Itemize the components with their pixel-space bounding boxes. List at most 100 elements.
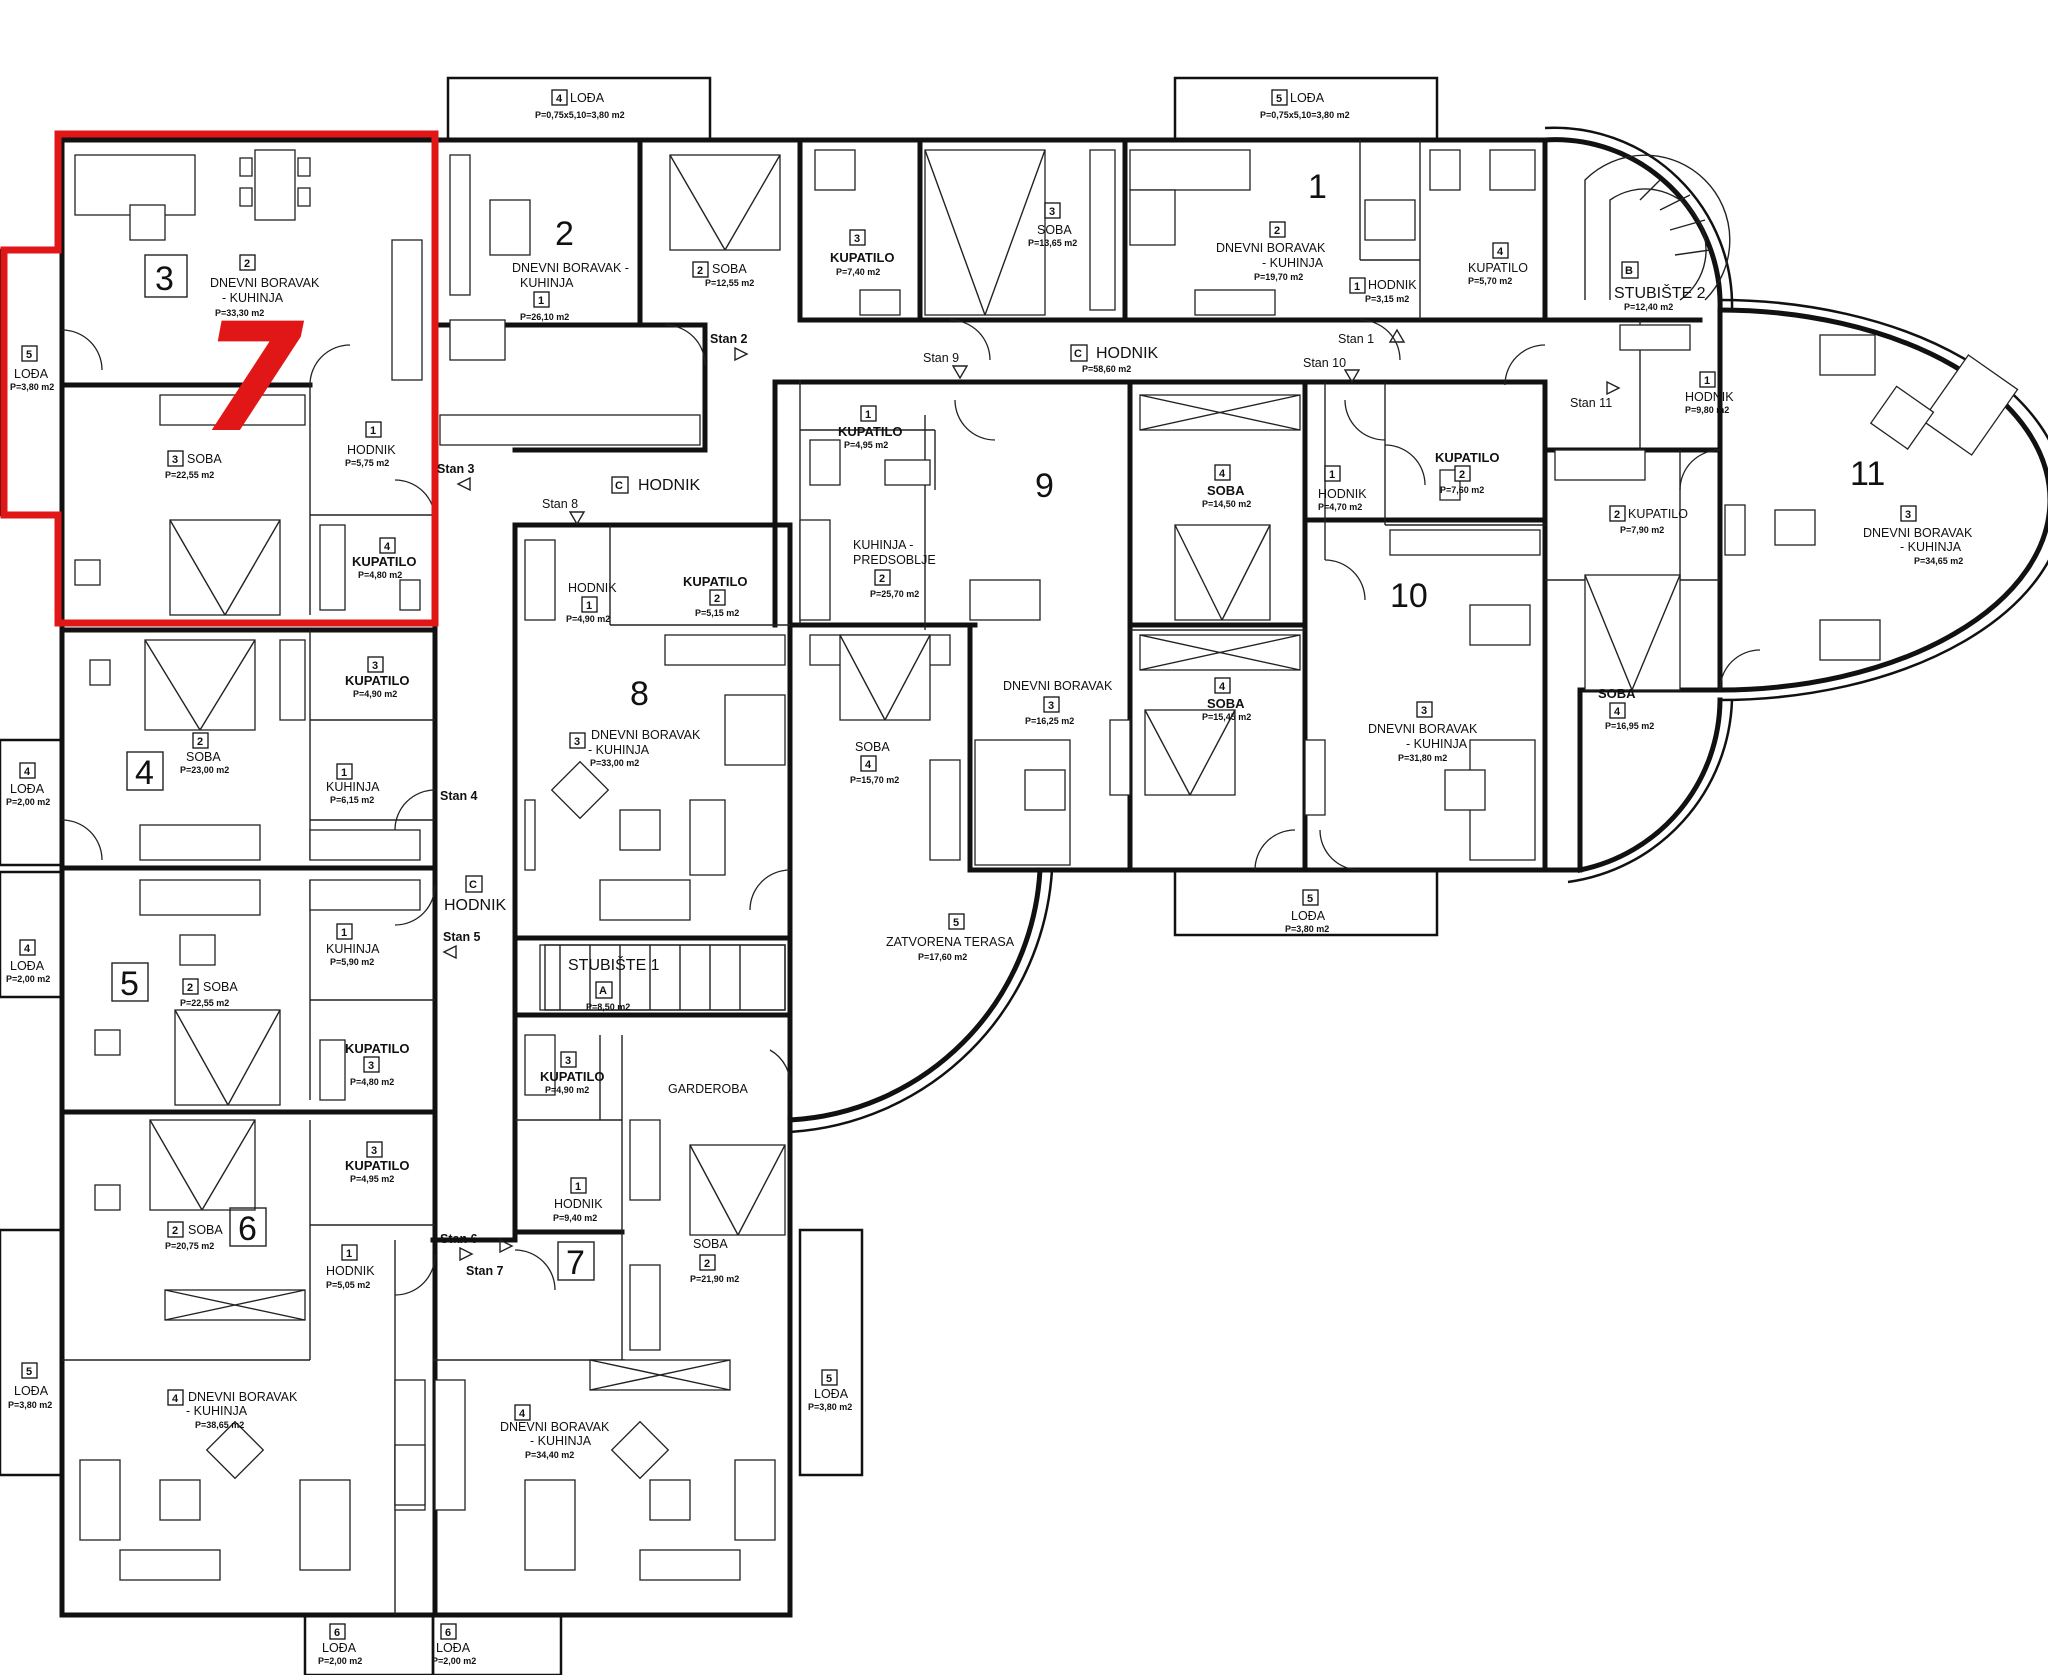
room-a9-2: 2 KUHINJA - PREDSOBLJE P=25,70 m2 [853,538,936,599]
stairs-2-area: P=12,40 m2 [1624,302,1673,312]
svg-text:1: 1 [341,927,347,939]
svg-text:P=4,70 m2: P=4,70 m2 [1318,502,1362,512]
svg-text:1: 1 [346,1248,352,1260]
room-a7-4: 4 DNEVNI BORAVAK - KUHINJA P=34,40 m2 [500,1404,610,1460]
apartment-number-11: 11 [1850,455,1885,493]
room-a2-3: 3 KUPATILO P=7,40 m2 [830,229,895,277]
svg-text:HODNIK: HODNIK [568,581,617,595]
svg-text:SOBA: SOBA [186,750,221,764]
svg-text:DNEVNI BORAVAK: DNEVNI BORAVAK [1003,679,1113,693]
svg-text:SOBA: SOBA [712,262,747,276]
svg-text:KUHINJA: KUHINJA [520,276,574,290]
svg-text:3: 3 [565,1055,571,1067]
svg-text:P=3,80 m2: P=3,80 m2 [808,1402,852,1412]
svg-text:P=17,60 m2: P=17,60 m2 [918,952,967,962]
svg-text:2: 2 [697,265,703,277]
room-a10-4a: 4 SOBA P=14,50 m2 [1202,464,1251,509]
svg-text:KUPATILO: KUPATILO [345,1041,410,1056]
svg-text:C: C [1074,348,1082,360]
room-a7-1: 1 HODNIK P=9,40 m2 [553,1177,603,1223]
svg-text:P=2,00 m2: P=2,00 m2 [318,1656,362,1666]
svg-text:KUPATILO: KUPATILO [683,574,748,589]
room-a6-4: 4 DNEVNI BORAVAK - KUHINJA P=38,65 m2 [167,1389,298,1430]
room-a5-1: 1 KUHINJA P=5,90 m2 [326,923,380,967]
entrance-stan-6: Stan 6 [440,1232,478,1246]
svg-text:5: 5 [953,917,959,929]
room-a4-1: 1 KUHINJA P=6,15 m2 [326,763,380,805]
svg-text:1: 1 [586,600,592,612]
svg-text:SOBA: SOBA [1598,686,1636,701]
svg-text:1: 1 [370,425,376,437]
svg-text:SOBA: SOBA [1207,483,1245,498]
svg-text:DNEVNI BORAVAK: DNEVNI BORAVAK [1863,526,1973,540]
svg-text:3: 3 [574,736,580,748]
svg-text:- KUHINJA: - KUHINJA [222,291,284,305]
svg-text:ZATVORENA TERASA: ZATVORENA TERASA [886,935,1015,949]
svg-text:KUHINJA: KUHINJA [326,780,380,794]
svg-text:1: 1 [341,767,347,779]
room-a11-4: 4 SOBA P=16,95 m2 [1598,686,1654,731]
svg-text:2: 2 [704,1258,710,1270]
svg-text:3: 3 [368,1060,374,1072]
svg-text:P=0,75x5,10=3,80 m2: P=0,75x5,10=3,80 m2 [1260,110,1350,120]
entrance-stan-7: Stan 7 [466,1264,504,1278]
svg-text:P=4,90 m2: P=4,90 m2 [545,1085,589,1095]
corridor-area: P=58,60 m2 [1082,364,1131,374]
svg-text:- KUHINJA: - KUHINJA [588,743,650,757]
svg-text:HODNIK: HODNIK [347,443,396,457]
svg-text:KUPATILO: KUPATILO [345,1158,410,1173]
corridor-label-middle: HODNIK [638,477,701,494]
room-a11-3: 3 DNEVNI BORAVAK - KUHINJA P=34,65 m2 [1863,505,1973,566]
room-a6-1: 1 HODNIK P=5,05 m2 [326,1244,375,1290]
svg-text:P=12,55 m2: P=12,55 m2 [705,278,754,288]
svg-text:5: 5 [826,1373,832,1385]
stairs-1-area: P=8,50 m2 [586,1002,630,1012]
svg-text:SOBA: SOBA [203,980,238,994]
highlight-outline [0,130,439,627]
svg-text:4: 4 [865,759,872,771]
curved-walls [787,126,2048,1134]
corridor-label-left: HODNIK [444,897,507,914]
room-a9-3: 3 DNEVNI BORAVAK P=16,25 m2 [1003,679,1113,726]
entrance-stan-1: Stan 1 [1338,332,1374,346]
svg-text:KUHINJA -: KUHINJA - [853,538,913,552]
svg-text:P=26,10 m2: P=26,10 m2 [520,312,569,322]
svg-text:KUPATILO: KUPATILO [1435,450,1500,465]
corridor-label-top: HODNIK [1096,345,1159,362]
svg-text:HODNIK: HODNIK [326,1264,375,1278]
entrance-stan-8: Stan 8 [542,497,578,511]
svg-text:5: 5 [1276,93,1282,105]
svg-text:P=0,75x5,10=3,80 m2: P=0,75x5,10=3,80 m2 [535,110,625,120]
svg-text:P=34,65 m2: P=34,65 m2 [1914,556,1963,566]
svg-text:P=4,90 m2: P=4,90 m2 [566,614,610,624]
svg-text:4: 4 [1219,681,1226,693]
room-a5-3: 3 KUPATILO P=4,80 m2 [345,1041,410,1087]
svg-text:P=38,65 m2: P=38,65 m2 [195,1420,244,1430]
svg-text:P=22,55 m2: P=22,55 m2 [180,998,229,1008]
apartment-numbers: 1 2 3 4 5 6 7 8 9 10 11 [111,168,1885,1282]
svg-text:P=5,75 m2: P=5,75 m2 [345,458,389,468]
walls [59,137,1723,1618]
entrance-stan-3: Stan 3 [437,462,475,476]
room-a1-2: 2 DNEVNI BORAVAK - KUHINJA P=19,70 m2 [1216,221,1326,282]
svg-text:P=15,45 m2: P=15,45 m2 [1202,712,1251,722]
svg-text:P=16,25 m2: P=16,25 m2 [1025,716,1074,726]
svg-text:4: 4 [519,1408,526,1420]
svg-text:DNEVNI BORAVAK: DNEVNI BORAVAK [188,1390,298,1404]
svg-text:P=13,65 m2: P=13,65 m2 [1028,238,1077,248]
svg-text:3: 3 [1049,206,1055,218]
svg-text:PREDSOBLJE: PREDSOBLJE [853,553,936,567]
svg-text:3: 3 [372,660,378,672]
svg-text:DNEVNI BORAVAK: DNEVNI BORAVAK [591,728,701,742]
svg-text:LOĐA: LOĐA [436,1641,471,1655]
svg-text:4: 4 [24,766,31,778]
room-a7-garderoba: GARDEROBA [668,1082,749,1096]
svg-text:SOBA: SOBA [188,1223,223,1237]
svg-text:P=5,15 m2: P=5,15 m2 [695,608,739,618]
svg-text:DNEVNI BORAVAK: DNEVNI BORAVAK [1216,241,1326,255]
room-a10-5: 5 LOĐA P=3,80 m2 [1285,889,1329,934]
svg-text:2: 2 [1614,509,1620,521]
svg-text:3: 3 [1048,700,1054,712]
room-a10-3: 3 DNEVNI BORAVAK - KUHINJA P=31,80 m2 [1368,701,1478,763]
svg-text:LOĐA: LOĐA [10,782,45,796]
